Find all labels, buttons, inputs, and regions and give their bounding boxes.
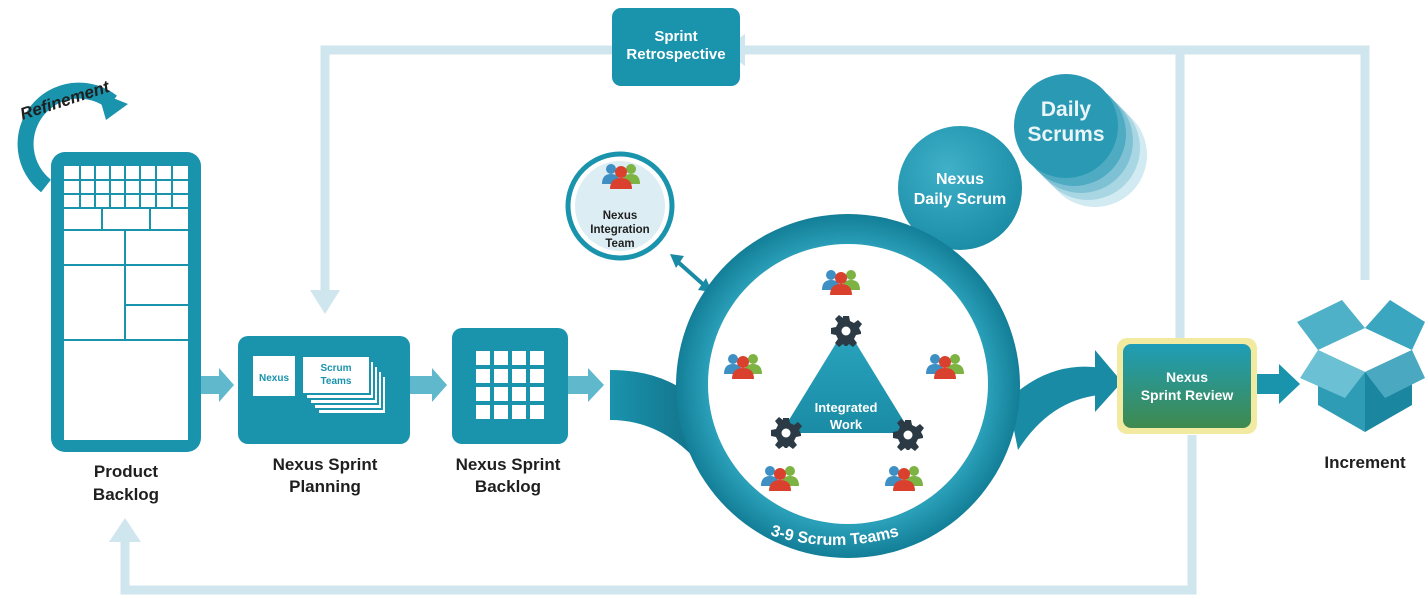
svg-text:Scrums: Scrums [1027,123,1104,146]
svg-text:Sprint Review: Sprint Review [1141,387,1234,403]
svg-text:Nexus: Nexus [603,210,638,222]
svg-text:Product: Product [94,462,159,481]
arrow-planning-to-sprint-backlog [410,368,447,402]
increment-label: Increment [1324,453,1406,472]
nexus-sprint-planning: Nexus Scrum Teams Nexus Sprint Planning [238,336,410,496]
svg-text:Retrospective: Retrospective [626,46,725,63]
open-box-icon: Increment [1297,300,1425,472]
svg-text:Integration: Integration [590,224,649,236]
sprint-retrospective: Sprint Retrospective [612,8,740,86]
flow-out-arrowhead [1095,350,1122,412]
svg-text:Nexus Sprint: Nexus Sprint [273,455,378,474]
arrow-sprint-backlog-to-teams [568,368,604,402]
integration-double-arrow [670,254,712,292]
nexus-daily-scrum: Nexus Daily Scrum [898,126,1022,250]
svg-text:Nexus Sprint: Nexus Sprint [456,455,561,474]
integrated-work: Integrated Work [781,327,911,433]
svg-text:Nexus: Nexus [1166,369,1208,385]
daily-scrums: Daily Scrums [1014,74,1147,207]
svg-text:Sprint: Sprint [654,28,697,45]
backlog-feedback-arrowhead [109,518,141,542]
flow-band-out [1008,366,1102,450]
planning-input-arrowhead [310,290,340,314]
nexus-tag-label: Nexus [259,373,289,384]
arrow-backlog-to-planning [201,368,234,402]
nexus-sprint-backlog: Nexus Sprint Backlog [452,328,568,496]
nexus-integration-team: Nexus Integration Team [565,151,675,261]
svg-text:Integrated: Integrated [815,400,878,415]
backlog-feedback-loop [120,435,1197,595]
svg-text:Daily: Daily [1041,98,1092,121]
svg-text:Teams: Teams [321,376,352,387]
arrow-review-to-increment [1257,364,1300,404]
svg-text:Backlog: Backlog [93,485,159,504]
svg-text:Work: Work [830,417,863,432]
svg-text:Planning: Planning [289,477,361,496]
svg-text:Team: Team [605,238,634,250]
svg-text:Daily Scrum: Daily Scrum [914,191,1006,208]
nexus-sprint-review: Nexus Sprint Review [1117,338,1257,434]
retrospective-feedback-loop [320,45,1370,360]
svg-text:Backlog: Backlog [475,477,541,496]
product-backlog: Product Backlog [51,152,201,504]
svg-text:Nexus: Nexus [936,171,984,188]
scrum-teams-label: Scrum [320,363,351,374]
